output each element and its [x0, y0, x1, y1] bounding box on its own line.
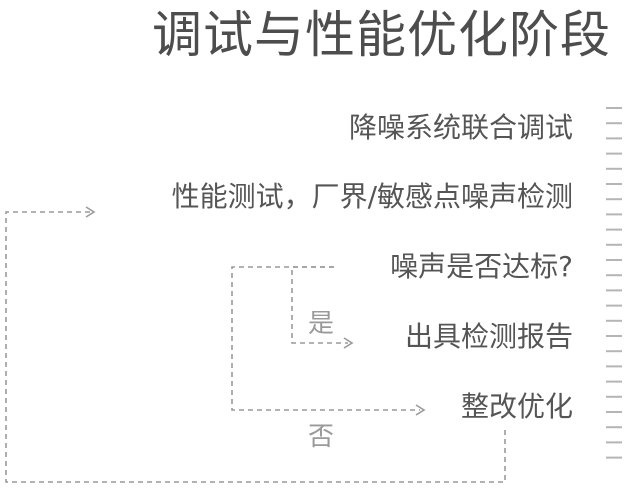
loop-arrowhead-icon — [85, 206, 96, 218]
stage-title: 调试与性能优化阶段 — [152, 6, 611, 64]
yes-connector-line — [291, 266, 348, 344]
no-arrowhead-icon — [415, 404, 426, 416]
step-rectify-optimize: 整改优化 — [460, 390, 573, 423]
yes-arrowhead-icon — [343, 337, 354, 349]
step-noise-compliance-check: 噪声是否达标? — [390, 250, 573, 283]
side-ruler — [606, 107, 622, 459]
loop-back-connector-line — [5, 211, 506, 483]
branch-label-no: 否 — [308, 422, 335, 452]
step-performance-test: 性能测试，厂界/敏感点噪声检测 — [171, 180, 573, 213]
step-issue-report: 出具检测报告 — [404, 320, 573, 353]
branch-label-yes: 是 — [308, 309, 335, 339]
step-joint-debug: 降噪系统联合调试 — [348, 111, 573, 144]
no-connector-line — [231, 266, 420, 411]
